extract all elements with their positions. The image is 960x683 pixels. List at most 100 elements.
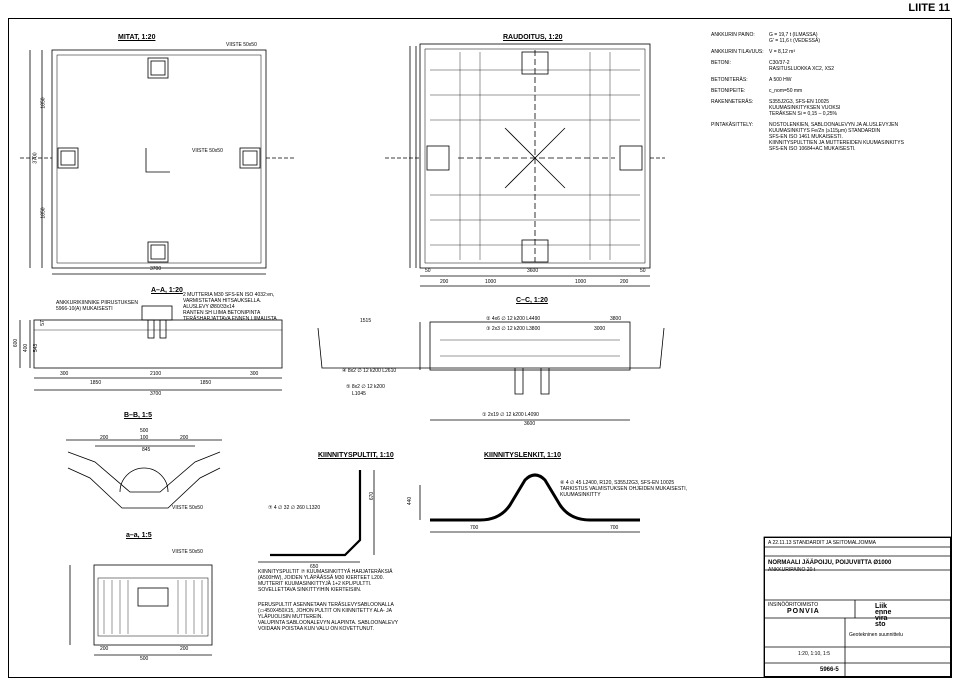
spec-key: BETONIPEITE: xyxy=(711,88,746,94)
heading-aa: A–A, 1:20 xyxy=(151,287,183,294)
ankkuri-note: ANKKURIKIINNIKE PIIRUSTUKSEN 5966-10(A) … xyxy=(56,300,138,312)
dim-text: 845 xyxy=(142,447,151,453)
spec-value: c_nom=50 mm xyxy=(769,88,803,94)
page-label: LIITE 11 xyxy=(908,2,950,14)
drawing-title: NORMAALI JÄÄPOIJU, POIJUVIITTA Ø1000 xyxy=(768,560,892,566)
dim-text: 50 xyxy=(640,268,646,274)
spec-value: V = 8,12 m³ xyxy=(769,49,795,55)
dim-text: 1000 xyxy=(575,279,587,285)
dim-text: 400 xyxy=(23,343,30,353)
spec-value: C30/37-2 RASITUSLUOKKA XC2, XS2 xyxy=(769,60,835,72)
bar-label: ② 4x6 ∅ 12 k200 L4490 xyxy=(486,316,541,322)
aa-note: 2 MUTTERIA M30 SFS-EN ISO 4032:en, VARMI… xyxy=(183,292,277,322)
dim-text: 3600 xyxy=(524,421,536,427)
scale-label: 1:20, 1:10, 1:5 xyxy=(798,651,830,657)
dim-text: 200 xyxy=(100,435,109,441)
spec-key: BETONITERÄS: xyxy=(711,77,748,83)
dim-text: 1850 xyxy=(90,380,102,386)
spec-block: ANKKURIN PAINO: G = 19,7 t (ILMASSA) G' =… xyxy=(711,32,951,157)
spec-key: RAKENNETERÄS: xyxy=(711,99,754,105)
dim-text: 500 xyxy=(140,428,149,434)
spec-row: RAKENNETERÄS: S355J2G3, SFS-EN 10025 KUUM… xyxy=(711,99,951,117)
bar-label: ③ 2x3 ∅ 12 k200 L3800 xyxy=(486,326,541,332)
dim-text: 3700 xyxy=(32,152,39,164)
spec-row: ANKKURIN PAINO: G = 19,7 t (ILMASSA) G' =… xyxy=(711,32,951,44)
dim-text: 1850 xyxy=(40,207,47,219)
dim-text: 200 xyxy=(620,279,629,285)
spec-value: A 500 HW xyxy=(769,77,792,83)
heading-raudoitus: RAUDOITUS, 1:20 xyxy=(503,34,563,41)
revision-row: A 22.11.13 STANDARDIT JA SEITOMALJOMMA xyxy=(768,540,876,546)
lenkki-bar xyxy=(430,473,640,522)
heading-cc: C–C, 1:20 xyxy=(516,297,548,304)
dim-text: 57 xyxy=(39,320,46,326)
spec-row: BETONI: C30/37-2 RASITUSLUOKKA XC2, XS2 xyxy=(711,60,951,72)
dim-text: 650 xyxy=(310,564,319,570)
spec-row: ANKKURIN TILAVUUS: V = 8,12 m³ xyxy=(711,49,951,55)
spec-row: BETONITERÄS: A 500 HW xyxy=(711,77,951,83)
pultti-bar xyxy=(270,470,362,557)
bar-label: ① 2x19 ∅ 12 k200 L4090 xyxy=(482,412,539,418)
spec-key: BETONI: xyxy=(711,60,731,66)
bar-label: ⑥ 4 ∅ 45 L2400, R120, S355J2G3, SFS-EN 1… xyxy=(560,480,688,498)
bar-label: ⑦ 4 ∅ 32 ∅ 260 L1320 xyxy=(268,505,321,511)
spec-value: NOSTOLENKIEN, SABLOONALEVYN JA ALUSLEVYJ… xyxy=(769,122,904,152)
drawing-sheet xyxy=(8,18,952,678)
raudoitus-outline xyxy=(419,43,651,269)
dim-text: 600 xyxy=(13,338,20,348)
heading-lenkit: KIINNITYSLENKIT, 1:10 xyxy=(484,452,562,459)
field-label: Geotekninen suunnittelu xyxy=(849,632,903,638)
dim-text: 543 xyxy=(33,343,40,353)
dim-text: 200 xyxy=(180,435,189,441)
dim-text: 3000 xyxy=(594,326,606,332)
pultit-note: KIINNITYSPULTIT ⑦ KUUMASINKITTYÄ HARJATE… xyxy=(258,569,393,593)
heading-nn: a–a, 1:5 xyxy=(126,532,152,539)
firm-label: INSINÖÖRITOIMISTO xyxy=(768,602,819,608)
spec-key: PINTAKÄSITTELY: xyxy=(711,122,754,128)
title-block: A 22.11.13 STANDARDIT JA SEITOMALJOMMA N… xyxy=(764,537,951,677)
ponvia-logo: PONVIA xyxy=(787,608,820,615)
dim-text: 670 xyxy=(369,491,376,501)
dim-text: 3600 xyxy=(527,268,539,274)
mitat-outline xyxy=(51,49,267,269)
spec-row: BETONIPEITE: c_nom=50 mm xyxy=(711,88,951,94)
dim-text: 50 xyxy=(425,268,431,274)
dim-text: 500 xyxy=(140,656,149,662)
dim-text: 1850 xyxy=(200,380,212,386)
dim-text: 1850 xyxy=(40,97,47,109)
dim-text: 200 xyxy=(180,646,189,652)
dim-text: 440 xyxy=(407,496,414,506)
spec-value: G = 19,7 t (ILMASSA) G' = 11,6 t (VEDESS… xyxy=(769,32,821,44)
heading-mitat: MITAT, 1:20 xyxy=(118,34,156,41)
nn-outline xyxy=(93,564,213,646)
spec-value: S355J2G3, SFS-EN 10025 KUUMASINKITYKSEN … xyxy=(769,99,841,117)
dim-text: 300 xyxy=(250,371,259,377)
spec-key: ANKKURIN TILAVUUS: xyxy=(711,49,764,55)
spec-row: PINTAKÄSITTELY: NOSTOLENKIEN, SABLOONALEV… xyxy=(711,122,951,152)
drawing-number: 5966-5 xyxy=(820,667,839,673)
dim-text: 2100 xyxy=(150,371,162,377)
dim-text: 3700 xyxy=(150,266,162,272)
viiste-label: VIISTE 50x50 xyxy=(172,549,203,555)
bar-label: ⑤ 8x2 ∅ 12 k200 xyxy=(346,384,385,390)
dim-text: 200 xyxy=(440,279,449,285)
liikennevirasto-logo: Liik enne vira sto xyxy=(875,603,892,628)
aa-section-outline xyxy=(33,319,283,369)
viiste-label: VIISTE 50x50 xyxy=(226,42,257,48)
bar-label: L1045 xyxy=(352,391,366,397)
viiste-label: VIISTE 50x50 xyxy=(192,148,223,154)
heading-pultit: KIINNITYSPULTIT, 1:10 xyxy=(318,452,394,459)
dim-text: 3700 xyxy=(150,391,162,397)
dim-text: 1000 xyxy=(485,279,497,285)
dim-text: 1515 xyxy=(360,318,372,324)
peruspultit-note: PERUSPULTIT ASENNETAAN TERÄSLEVYSABLOONA… xyxy=(258,602,399,632)
drawing-subtitle: ANKKURIPAINO 20 t xyxy=(768,567,816,573)
spec-key: ANKKURIN PAINO: xyxy=(711,32,755,38)
dim-text: 100 xyxy=(140,435,149,441)
heading-bb: B–B, 1:5 xyxy=(124,412,153,419)
bar-label: ④ 8x2 ∅ 12 k200 L2610 xyxy=(342,368,397,374)
dim-text: 200 xyxy=(100,646,109,652)
dim-text: 300 xyxy=(60,371,69,377)
viiste-label: VIISTE 50x50 xyxy=(172,505,203,511)
